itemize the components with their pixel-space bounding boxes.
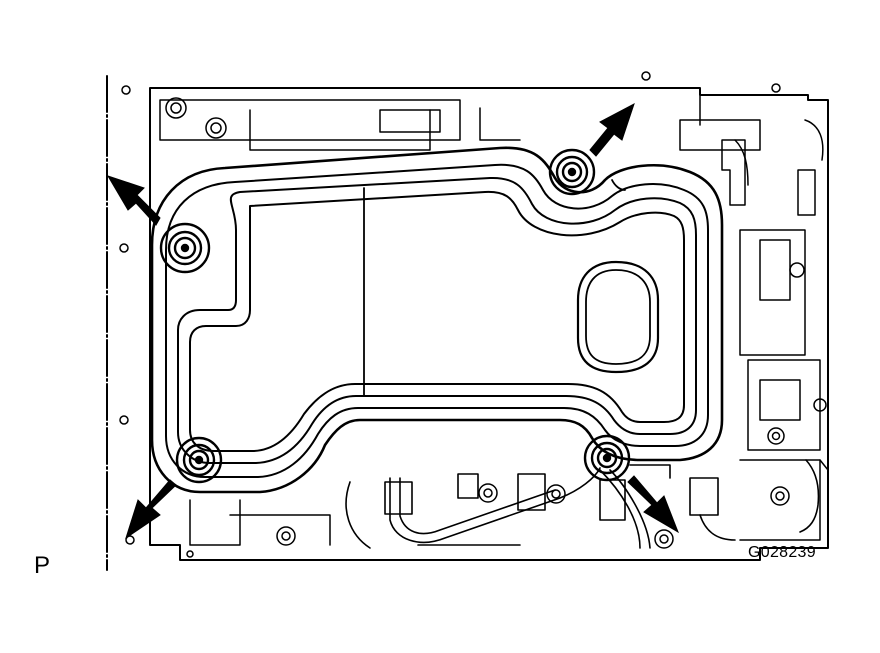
figure-id: G028239 bbox=[748, 544, 816, 561]
arrow-lower-right bbox=[627, 475, 679, 534]
bolt-top-right bbox=[548, 148, 596, 196]
strainer-pan-outline bbox=[189, 190, 685, 452]
strainer-rim bbox=[177, 176, 697, 464]
valve-body-bolts bbox=[119, 71, 827, 558]
bolt-lower-left bbox=[175, 436, 223, 484]
bolt-lower-right bbox=[583, 434, 631, 482]
wiring-harness bbox=[345, 459, 820, 549]
oil-strainer bbox=[150, 146, 724, 494]
arrow-upper-left bbox=[106, 175, 161, 226]
corner-label: P bbox=[34, 552, 51, 579]
strainer-inlet-oval bbox=[576, 260, 660, 374]
valve-body-outline bbox=[149, 87, 829, 561]
arrow-lower-left bbox=[125, 479, 177, 540]
arrow-top-right bbox=[589, 102, 635, 157]
bolt-upper-left bbox=[159, 222, 211, 274]
